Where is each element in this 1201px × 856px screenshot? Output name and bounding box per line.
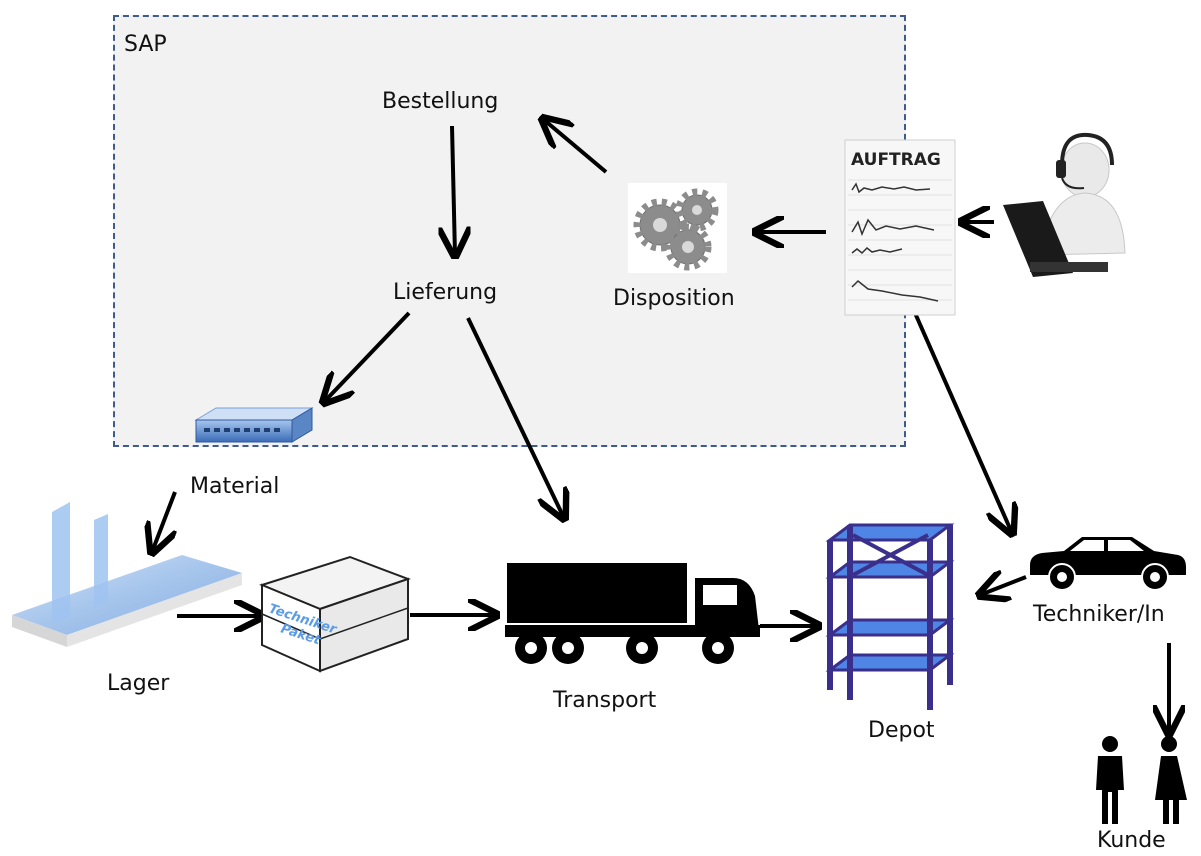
- people-icon: [1096, 736, 1187, 824]
- shelf-icon: [825, 523, 955, 710]
- node-bestellung: Bestellung: [382, 89, 499, 114]
- node-transport: Transport: [553, 688, 657, 713]
- document-icon: [844, 139, 956, 316]
- node-lieferung: Lieferung: [393, 280, 498, 305]
- arrow-lieferung-material: [324, 311, 411, 402]
- network-switch-icon: [194, 407, 314, 443]
- operator-icon: [1003, 132, 1126, 277]
- box-icon: Techniker Paket: [259, 555, 411, 673]
- node-disposition: Disposition: [613, 286, 735, 311]
- warehouse-icon: [12, 502, 242, 647]
- arrow-disposition-bestellung: [543, 119, 608, 174]
- node-lager: Lager: [107, 671, 170, 696]
- arrow-material-lager: [152, 491, 175, 552]
- node-auftrag: AUFTRAG: [851, 150, 941, 170]
- node-techniker: Techniker/In: [1033, 602, 1165, 627]
- arrow-auftrag-techniker: [913, 312, 1012, 533]
- arrow-lieferung-transport: [466, 317, 564, 518]
- arrow-techniker-depot: [980, 577, 1027, 595]
- car-icon: [1030, 537, 1186, 591]
- truck-icon: [505, 563, 760, 664]
- sap-label: SAP: [124, 32, 167, 57]
- node-kunde: Kunde: [1097, 828, 1166, 853]
- node-material: Material: [190, 474, 280, 499]
- node-depot: Depot: [868, 718, 935, 743]
- arrows: [152, 119, 1169, 733]
- gears-icon: [628, 183, 727, 273]
- arrow-bestellung-lieferung: [452, 125, 455, 255]
